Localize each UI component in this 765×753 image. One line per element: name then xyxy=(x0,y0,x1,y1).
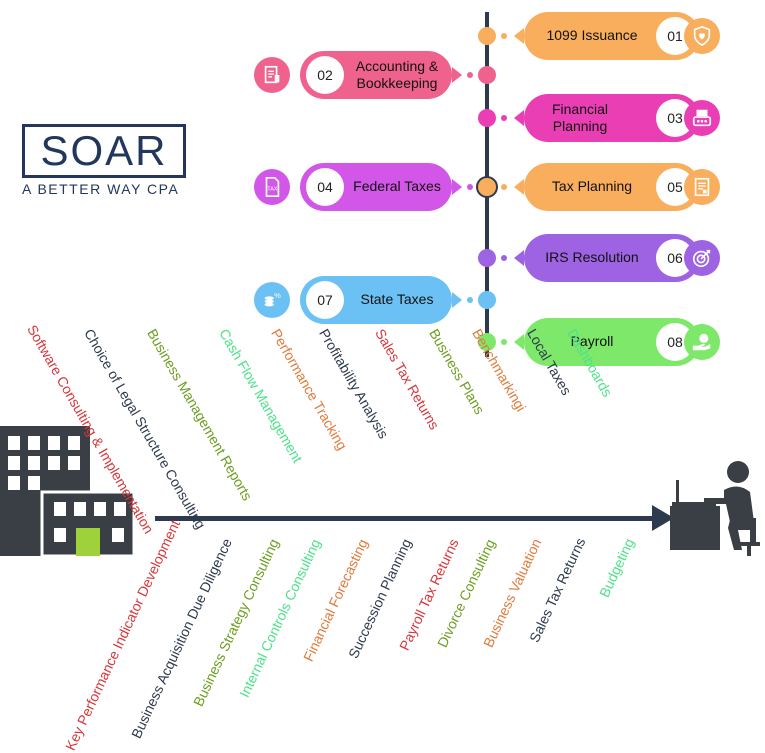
connector-dot xyxy=(501,115,507,121)
target-icon xyxy=(684,240,720,276)
logo: SOAR A BETTER WAY CPA xyxy=(22,124,188,197)
pointer-arrow xyxy=(514,334,524,350)
pointer-arrow xyxy=(452,292,462,308)
connector-dot xyxy=(467,297,473,303)
pointer-arrow xyxy=(514,179,524,195)
service-number: 02 xyxy=(306,56,344,94)
connector-dot xyxy=(501,255,507,261)
service-pill-state-taxes: 07 State Taxes xyxy=(300,276,452,324)
pointer-arrow xyxy=(452,67,462,83)
service-pill-accounting-bookkeeping: 02 Accounting & Bookkeeping xyxy=(300,51,452,99)
svg-text:%: % xyxy=(274,291,281,300)
timeline-dot-08 xyxy=(478,333,496,351)
connector-dot xyxy=(501,33,507,39)
lower-label: Budgeting xyxy=(596,535,638,600)
office-building-icon xyxy=(0,420,140,560)
tax-document-icon: TAX xyxy=(254,169,290,205)
shield-heart-icon xyxy=(684,18,720,54)
person-at-desk-icon xyxy=(668,458,764,558)
timeline-dot-03 xyxy=(478,109,496,127)
planning-document-icon xyxy=(684,169,720,205)
timeline-dot-02 xyxy=(478,66,496,84)
service-number: 04 xyxy=(306,168,344,206)
service-label: 1099 Issuance xyxy=(546,27,638,43)
lower-label: Internal Controls Consulting xyxy=(236,536,324,700)
connector-dot xyxy=(501,184,507,190)
service-label: IRS Resolution xyxy=(545,249,639,265)
logo-tagline: A BETTER WAY CPA xyxy=(22,181,180,197)
calculator-money-icon xyxy=(684,100,720,136)
pointer-arrow xyxy=(514,28,524,44)
hand-coin-icon xyxy=(684,324,720,360)
pointer-arrow xyxy=(514,250,524,266)
service-pill-federal-taxes: 04 Federal Taxes xyxy=(300,163,452,211)
pointer-arrow xyxy=(452,179,462,195)
service-label: Federal Taxes xyxy=(353,178,441,194)
connector-dot xyxy=(467,72,473,78)
ledger-icon xyxy=(254,57,290,93)
service-label: Payroll xyxy=(570,333,614,349)
process-arrow-line xyxy=(155,516,660,521)
service-pill-1099-issuance: 01 1099 Issuance xyxy=(524,12,700,60)
svg-text:TAX: TAX xyxy=(267,187,278,193)
service-label: Financial Planning xyxy=(551,101,609,134)
service-label: Tax Planning xyxy=(551,178,633,194)
logo-wordmark: SOAR xyxy=(22,124,186,178)
timeline-dot-06 xyxy=(478,249,496,267)
service-label: Accounting & Bookkeeping xyxy=(355,58,439,91)
timeline-dot-01 xyxy=(478,27,496,45)
connector-dot xyxy=(501,339,507,345)
pointer-arrow xyxy=(514,110,524,126)
coins-percent-icon: % xyxy=(254,282,290,318)
timeline-dot-05 xyxy=(478,178,496,196)
timeline-dot-07 xyxy=(478,291,496,309)
service-label: State Taxes xyxy=(360,291,434,307)
process-arrow-head xyxy=(652,505,674,531)
service-number: 07 xyxy=(306,281,344,319)
service-number: 01 xyxy=(656,17,694,55)
connector-dot xyxy=(467,184,473,190)
